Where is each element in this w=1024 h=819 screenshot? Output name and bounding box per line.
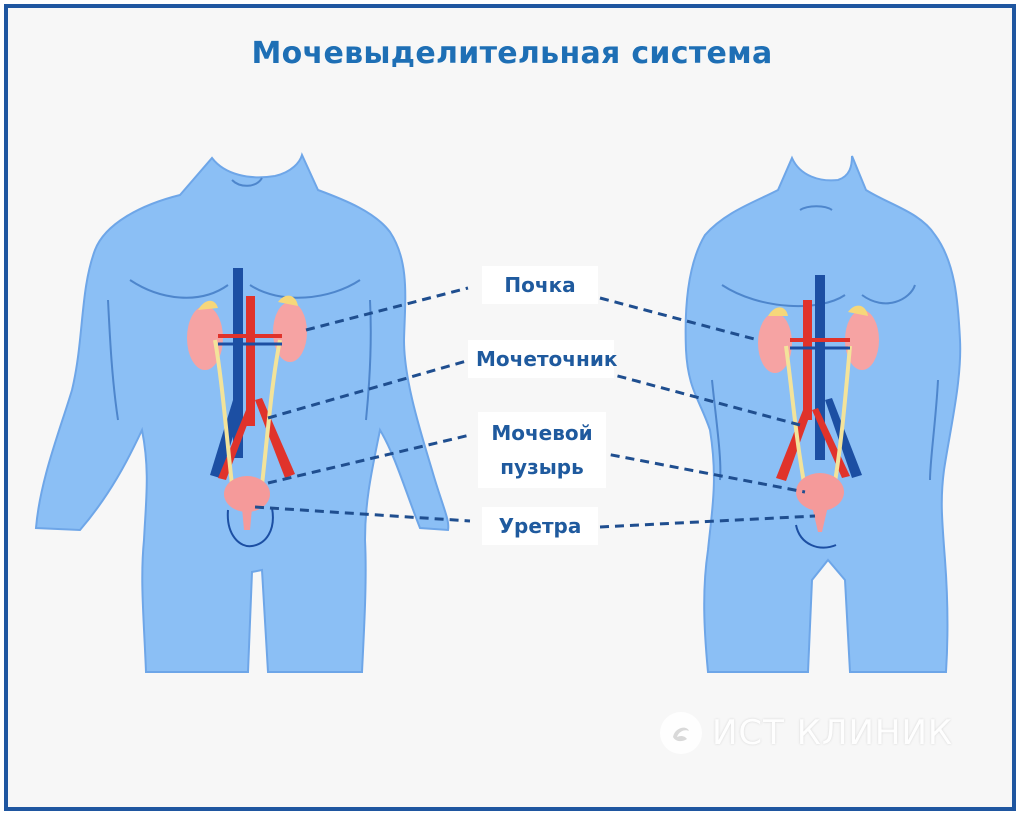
- male-adrenal-right: [278, 295, 298, 306]
- female-adrenal-right: [848, 305, 868, 316]
- female-kidney-left: [758, 313, 792, 373]
- female-iliac-artery-right: [812, 408, 850, 478]
- male-iliac-artery-left: [218, 410, 252, 480]
- female-adrenal-left: [768, 307, 788, 316]
- female-ureter-left: [784, 345, 807, 489]
- label-urethra: Уретра: [482, 507, 598, 545]
- female-iliac-artery-left: [776, 410, 811, 481]
- male-iliac-artery-right: [255, 398, 295, 478]
- female-kidney-right: [845, 310, 879, 370]
- leader-kidney-male: [305, 286, 469, 332]
- label-kidney: Почка: [482, 266, 598, 304]
- male-kidney-left: [187, 306, 223, 370]
- leader-lines: [254, 286, 816, 529]
- male-collar-line: [231, 177, 263, 187]
- female-waist-lines: [711, 379, 939, 481]
- leader-kidney-female: [599, 296, 759, 342]
- leader-ureter-female: [602, 370, 801, 427]
- watermark-logo-icon: [660, 712, 702, 754]
- male-vena-cava: [233, 268, 243, 458]
- leader-urethra-female: [599, 514, 816, 529]
- female-aorta: [803, 300, 812, 420]
- male-aorta: [246, 296, 255, 426]
- female-ureter-right: [832, 345, 852, 489]
- diagram-title: Мочевыделительная система: [251, 36, 773, 71]
- leader-urethra-male: [254, 505, 471, 523]
- male-urethra: [242, 508, 252, 530]
- male-ureter-right: [260, 339, 282, 486]
- label-ureter: Мочеточник: [468, 340, 617, 378]
- female-chest-lines: [721, 284, 916, 308]
- female-iliac-vein-right: [825, 398, 862, 478]
- male-chest-lines: [129, 279, 361, 299]
- watermark-text: ИСТ КЛИНИК: [712, 713, 954, 753]
- female-urinary-system: [758, 275, 879, 532]
- female-bladder: [796, 473, 844, 511]
- male-kidney-right: [273, 302, 307, 362]
- male-urinary-system: [187, 268, 307, 530]
- female-groin-line: [795, 524, 837, 549]
- leader-bladder-male: [267, 433, 471, 485]
- male-ureter-left: [213, 339, 234, 486]
- leader-bladder-female: [595, 450, 806, 494]
- female-collar-line: [799, 205, 833, 211]
- watermark: ИСТ КЛИНИК: [660, 712, 953, 754]
- female-urethra: [812, 506, 828, 532]
- leader-ureter-male: [267, 358, 471, 420]
- label-bladder: Мочевой пузырь: [478, 412, 606, 488]
- male-groin-line: [226, 507, 274, 548]
- male-bladder: [224, 476, 270, 512]
- male-adrenal-left: [198, 300, 218, 310]
- female-vena-cava: [815, 275, 825, 460]
